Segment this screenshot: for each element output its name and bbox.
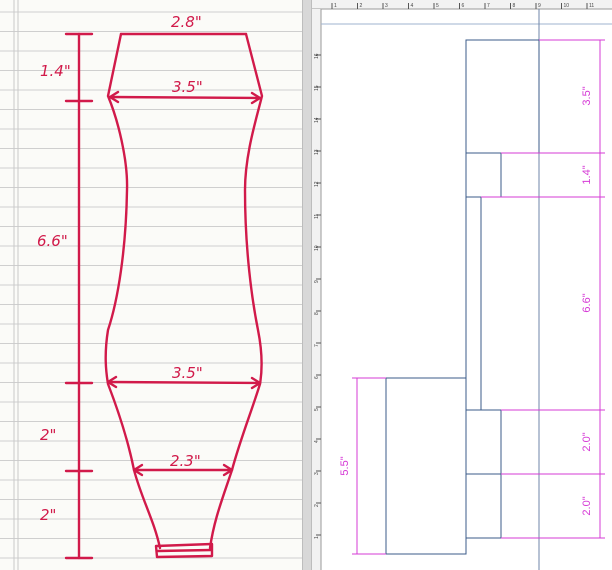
- left-ruler-tick-label: 14: [314, 117, 320, 123]
- dim-label-1-4: 1.4": [581, 165, 593, 184]
- segment-bottom-label: 2": [40, 506, 56, 524]
- left-ruler-tick-label: 4: [314, 440, 320, 443]
- vase-left-edge: [104, 32, 162, 550]
- shape-middle-strip: [465, 196, 482, 411]
- lower-width-arrows: [106, 375, 262, 390]
- left-ruler-tick-label: 13: [314, 149, 320, 155]
- cad-dimensions: [352, 39, 605, 555]
- top-ruler-ticks: 1 2 3 4 5 6 7 8 9 10 11: [331, 3, 594, 9]
- cad-dimension-labels: 3.5" 1.4" 6.6" 2.0" 2.0" 5.5": [339, 86, 593, 515]
- neck-width-label: 2.3": [170, 452, 201, 470]
- left-ruler-tick-label: 10: [314, 245, 320, 251]
- upper-width-label: 3.5": [172, 78, 203, 96]
- top-ruler-tick-label: 5: [436, 3, 439, 9]
- left-ruler-tick-label: 8: [314, 312, 320, 315]
- dim-label-6-6: 6.6": [581, 293, 593, 312]
- left-ruler-tick-label: 2: [314, 504, 320, 507]
- dim-label-2-0-upper: 2.0": [581, 432, 593, 451]
- top-ruler-tick-label: 1: [334, 3, 337, 9]
- left-ruler-tick-label: 9: [314, 280, 320, 283]
- left-ruler: [312, 9, 321, 570]
- top-ruler-tick-label: 3: [385, 3, 388, 9]
- segment-lower-label: 2": [40, 426, 56, 444]
- left-ruler-tick-label: 5: [314, 408, 320, 411]
- segment-mid-label: 6.6": [37, 232, 68, 250]
- sketch-svg: 2.8" 3.5" 3.5" 2.3" 1.4" 6.6" 2" 2": [0, 0, 302, 570]
- left-ruler-ticks: 16 15 14 13 12 11 10 9 8 7 6 5 4 3 2 1: [314, 53, 321, 539]
- top-ruler-tick-label: 10: [564, 3, 570, 9]
- hand-sketch-panel: 2.8" 3.5" 3.5" 2.3" 1.4" 6.6" 2" 2": [0, 0, 302, 570]
- left-ruler-tick-label: 15: [314, 85, 320, 91]
- dim-label-3-5: 3.5": [581, 86, 593, 105]
- lower-width-label: 3.5": [172, 364, 203, 382]
- sketch-labels: 2.8" 3.5" 3.5" 2.3" 1.4" 6.6" 2" 2": [37, 13, 203, 524]
- shape-lower-block: [465, 409, 502, 475]
- top-ruler-tick-label: 11: [589, 3, 594, 9]
- vase-outline: [64, 32, 264, 560]
- cad-shapes: [385, 39, 540, 555]
- top-ruler-tick-label: 9: [538, 3, 541, 9]
- dim-label-5-5: 5.5": [339, 456, 351, 475]
- left-ruler-tick-label: 12: [314, 181, 320, 187]
- top-width-label: 2.8": [171, 13, 202, 31]
- vase-right-edge: [208, 32, 264, 550]
- dim-label-2-0-lower: 2.0": [581, 496, 593, 515]
- vase-base-inner: [156, 548, 213, 553]
- left-ruler-tick-label: 16: [314, 53, 320, 59]
- upper-width-line: [108, 95, 262, 100]
- shape-bottom-block: [465, 473, 502, 539]
- shape-notch-upper: [465, 152, 502, 198]
- left-ruler-tick-label: 6: [314, 376, 320, 379]
- left-ruler-tick-label: 1: [314, 536, 320, 539]
- top-ruler-tick-label: 8: [513, 3, 516, 9]
- top-ruler: [312, 0, 612, 9]
- segment-top-label: 1.4": [40, 62, 71, 80]
- top-ruler-tick-label: 4: [411, 3, 414, 9]
- neck-width-arrows: [132, 463, 234, 477]
- shape-top-block: [465, 39, 540, 154]
- left-ruler-tick-label: 11: [314, 214, 320, 219]
- left-ruler-tick-label: 7: [314, 344, 320, 347]
- left-ruler-tick-label: 3: [314, 472, 320, 475]
- lower-width-line: [106, 380, 262, 385]
- top-ruler-tick-label: 6: [462, 3, 465, 9]
- vase-base: [154, 542, 214, 559]
- top-ruler-tick-label: 2: [360, 3, 363, 9]
- shape-left-block: [385, 377, 467, 555]
- upper-width-arrows: [108, 90, 262, 105]
- top-ruler-tick-label: 7: [487, 3, 490, 9]
- panel-divider: [302, 0, 312, 570]
- paper-lines: [0, 11, 302, 559]
